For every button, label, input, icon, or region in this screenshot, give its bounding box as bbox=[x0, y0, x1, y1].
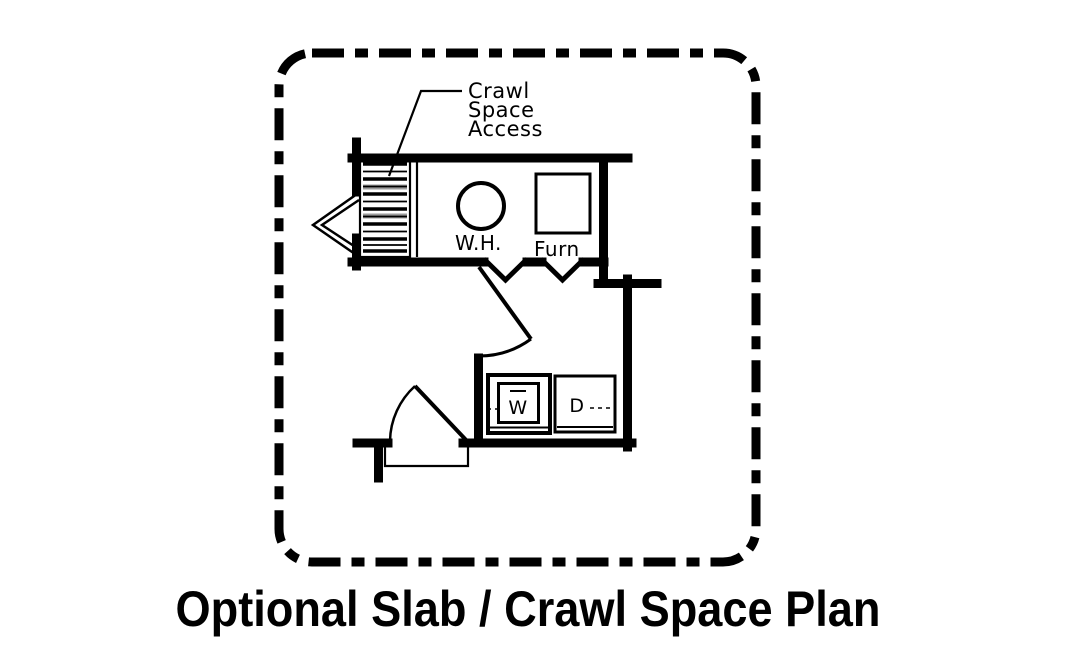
washer-box: W bbox=[479, 373, 552, 435]
arrow-outer-line bbox=[310, 192, 358, 256]
stair-direction-arrow bbox=[310, 192, 360, 256]
figure-caption: Optional Slab / Crawl Space Plan bbox=[176, 581, 881, 637]
furnace-box bbox=[534, 172, 592, 235]
dryer-outer-rect bbox=[553, 374, 617, 434]
crawl-space-label-line2: Space bbox=[468, 98, 535, 122]
stair-treads-thick bbox=[363, 162, 407, 253]
dryer-box: D bbox=[553, 374, 617, 434]
stoop-outline bbox=[383, 446, 470, 468]
exterior-door-swing bbox=[383, 384, 470, 468]
water-heater-circle bbox=[456, 181, 506, 231]
interior-door-leaf bbox=[477, 265, 533, 341]
washer-label: W bbox=[508, 397, 527, 419]
interior-door-arc bbox=[478, 337, 532, 358]
crawl-space-leader-line bbox=[387, 89, 462, 177]
stair-treads-thin bbox=[363, 170, 407, 246]
exterior-door-leaf bbox=[413, 384, 469, 443]
crawl-space-label-line3: Access bbox=[468, 117, 543, 141]
crawl-space-label-line1: Crawl bbox=[468, 79, 530, 103]
label-crawl-space-access: Crawl Space Access bbox=[468, 79, 543, 141]
dryer-label: D bbox=[569, 395, 584, 417]
stair-enclosure bbox=[358, 158, 412, 259]
stairs bbox=[358, 158, 419, 259]
interior-door-swing bbox=[477, 265, 533, 358]
furnace-label: Furn bbox=[534, 237, 580, 261]
washer-inner-rect bbox=[497, 382, 540, 424]
plan-walls bbox=[347, 137, 662, 483]
washer-outer-rect bbox=[486, 373, 552, 435]
water-heater-label: W.H. bbox=[455, 231, 502, 255]
dashed-foundation-border bbox=[274, 48, 761, 567]
arrow-inner-line bbox=[319, 198, 360, 250]
door-v-right bbox=[539, 257, 586, 284]
door-v-left bbox=[482, 257, 529, 284]
exterior-door-arc bbox=[388, 385, 416, 442]
